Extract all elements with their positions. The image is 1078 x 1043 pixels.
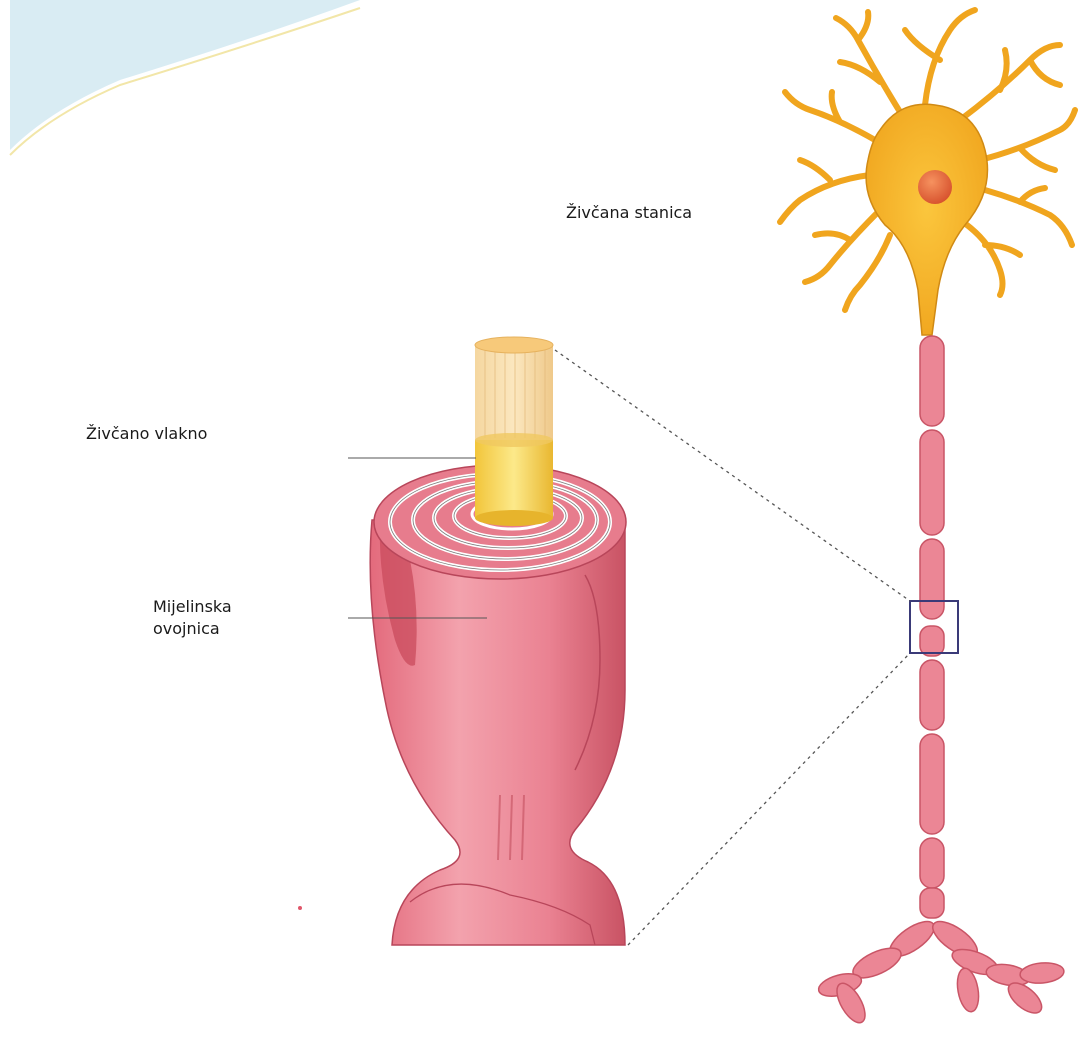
magnified-fiber: [370, 337, 626, 945]
myelin-sheath-label-line1: Mijelinska: [153, 596, 293, 618]
nerve-cell: [780, 10, 1075, 1027]
myelinated-axon: [920, 336, 944, 888]
nerve-fiber-label: Živčano vlakno: [86, 423, 207, 445]
nerve-cell-label: Živčana stanica: [566, 202, 692, 224]
nerve-fiber-core: [475, 337, 553, 526]
myelin-sheath-label: Mijelinska ovojnica: [153, 596, 293, 640]
nucleus: [918, 170, 952, 204]
corner-tint: [10, 0, 360, 155]
axon-terminals: [816, 888, 1065, 1027]
myelin-sheath-label-line2: ovojnica: [153, 618, 293, 640]
soma: [866, 104, 987, 335]
